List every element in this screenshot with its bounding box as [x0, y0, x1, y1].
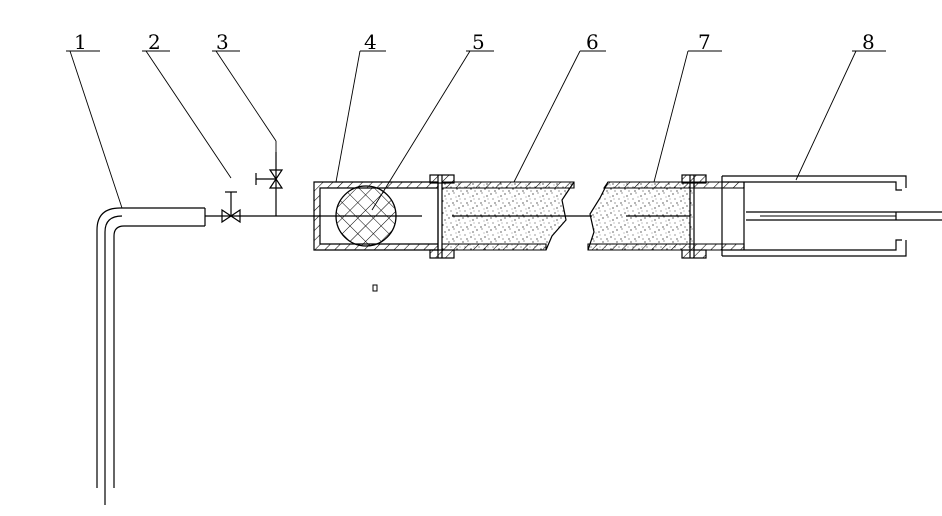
label-3: 3: [212, 30, 277, 152]
label-6-text: 6: [586, 30, 599, 54]
label-6: 6: [513, 30, 606, 183]
marker-square: [372, 284, 378, 292]
valve-2: [221, 191, 241, 224]
label-4-text: 4: [364, 30, 377, 54]
label-1: 1: [66, 30, 123, 209]
label-7: 7: [653, 30, 722, 183]
valve-3: [255, 152, 284, 216]
sand-tube-6: [441, 181, 575, 251]
filter-ball-5: [335, 185, 397, 247]
label-8: 8: [795, 30, 886, 181]
inlet-pipe: [96, 207, 206, 505]
label-2: 2: [142, 30, 232, 179]
label-5-text: 5: [472, 30, 485, 54]
label-7-text: 7: [698, 30, 711, 54]
sand-tube-7: [587, 181, 695, 251]
label-2-text: 2: [148, 30, 161, 54]
cylinder-8: [721, 175, 942, 257]
label-3-text: 3: [216, 30, 229, 54]
label-8-text: 8: [862, 30, 875, 54]
outlet-tube: [693, 181, 745, 251]
label-1-text: 1: [74, 30, 87, 54]
label-4: 4: [335, 30, 386, 183]
